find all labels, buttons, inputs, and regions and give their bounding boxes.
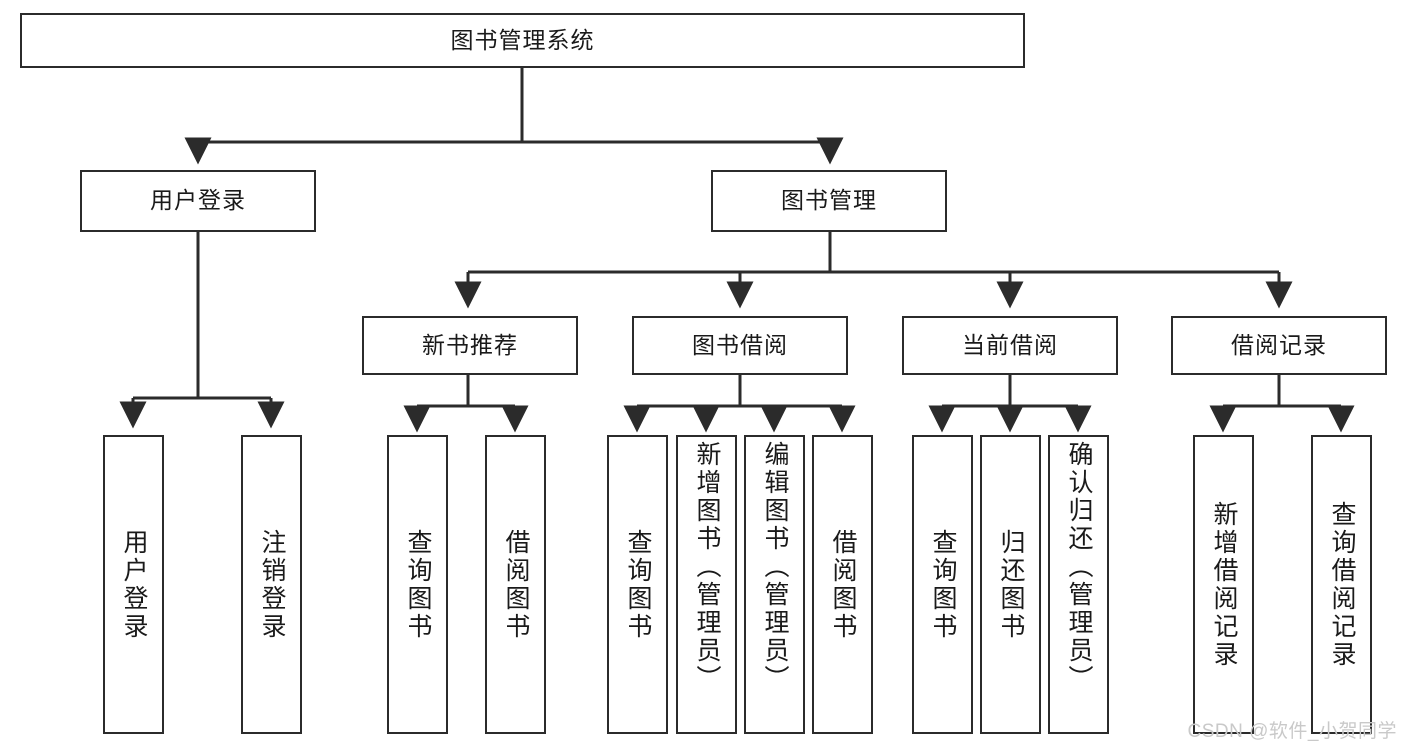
node-label: 用户登录 bbox=[150, 187, 246, 214]
node-current-borrow[interactable]: 当前借阅 bbox=[902, 316, 1118, 375]
node-label: 当前借阅 bbox=[962, 331, 1058, 358]
node-label: 图书管理 bbox=[781, 187, 877, 214]
node-root-system[interactable]: 图书管理系统 bbox=[20, 13, 1025, 68]
node-borrow-record[interactable]: 借阅记录 bbox=[1171, 316, 1387, 375]
node-label: 借阅记录 bbox=[1231, 331, 1327, 358]
leaf-user-logout[interactable]: 注销登录 bbox=[241, 435, 302, 734]
node-label: 编辑图书（管理员） bbox=[761, 441, 789, 693]
node-label: 新书推荐 bbox=[422, 331, 518, 358]
node-book-management[interactable]: 图书管理 bbox=[711, 170, 947, 232]
node-label: 查询借阅记录 bbox=[1328, 500, 1356, 669]
leaf-add-book-admin[interactable]: 新增图书（管理员） bbox=[676, 435, 737, 734]
leaf-borrow-book[interactable]: 借阅图书 bbox=[812, 435, 873, 734]
node-label: 图书借阅 bbox=[692, 331, 788, 358]
leaf-query-book-borrow[interactable]: 查询图书 bbox=[607, 435, 668, 734]
node-label: 用户登录 bbox=[120, 528, 148, 641]
node-label: 借阅图书 bbox=[829, 528, 857, 641]
node-label: 查询图书 bbox=[624, 528, 652, 641]
node-label: 注销登录 bbox=[258, 528, 286, 641]
leaf-confirm-return-admin[interactable]: 确认归还（管理员） bbox=[1048, 435, 1109, 734]
node-label: 查询图书 bbox=[929, 528, 957, 641]
node-book-borrow[interactable]: 图书借阅 bbox=[632, 316, 848, 375]
leaf-query-borrow-record[interactable]: 查询借阅记录 bbox=[1311, 435, 1372, 734]
leaf-edit-book-admin[interactable]: 编辑图书（管理员） bbox=[744, 435, 805, 734]
leaf-borrow-book-recommend[interactable]: 借阅图书 bbox=[485, 435, 546, 734]
node-label: 图书管理系统 bbox=[450, 26, 595, 53]
leaf-query-book-recommend[interactable]: 查询图书 bbox=[387, 435, 448, 734]
node-label: 归还图书 bbox=[997, 528, 1025, 641]
node-label: 新增图书（管理员） bbox=[693, 441, 721, 693]
node-label: 查询图书 bbox=[404, 528, 432, 641]
leaf-query-book-current[interactable]: 查询图书 bbox=[912, 435, 973, 734]
leaf-add-borrow-record[interactable]: 新增借阅记录 bbox=[1193, 435, 1254, 734]
node-new-book-recommend[interactable]: 新书推荐 bbox=[362, 316, 578, 375]
leaf-user-login[interactable]: 用户登录 bbox=[103, 435, 164, 734]
node-user-login[interactable]: 用户登录 bbox=[80, 170, 316, 232]
node-label: 确认归还（管理员） bbox=[1065, 441, 1093, 693]
node-label: 新增借阅记录 bbox=[1210, 500, 1238, 669]
leaf-return-book[interactable]: 归还图书 bbox=[980, 435, 1041, 734]
node-label: 借阅图书 bbox=[502, 528, 530, 641]
